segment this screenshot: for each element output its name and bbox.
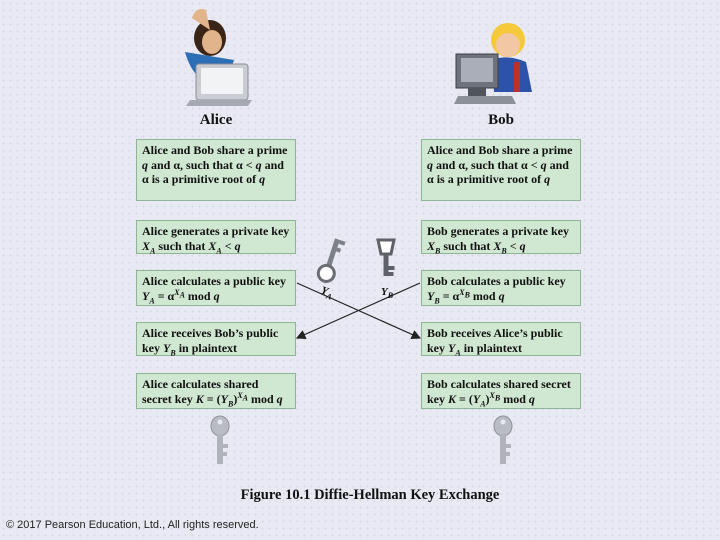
bob-step-shared-secret: Bob calculates shared secret key K = (YA… <box>421 373 581 409</box>
alice-person-illustration <box>185 9 252 106</box>
bob-step-generate-private: Bob generates a private key XB such that… <box>421 220 581 254</box>
alice-step-generate-private: Alice generates a private key XA such th… <box>136 220 296 254</box>
figure-caption: Figure 10.1 Diffie-Hellman Key Exchange <box>240 487 500 503</box>
alice-step-receive-public: Alice receives Bob’s public key YB in pl… <box>136 322 296 356</box>
bob-step-receive-public: Bob receives Alice’s public key YA in pl… <box>421 322 581 356</box>
bob-name-label: Bob <box>488 112 514 128</box>
copyright-notice: © 2017 Pearson Education, Ltd., All righ… <box>6 519 259 531</box>
alice-step-calculate-public: Alice calculates a public key YA = αXA m… <box>136 270 296 306</box>
exchange-arrow-bob-to-alice <box>295 282 421 339</box>
key-ya-icon <box>316 238 346 283</box>
alice-shared-key-icon <box>210 415 230 464</box>
alice-step-shared-secret: Alice calculates shared secret key K = (… <box>136 373 296 409</box>
bob-step-calculate-public: Bob calculates a public key YB = αXB mod… <box>421 270 581 306</box>
bob-shared-key-icon <box>493 415 513 464</box>
alice-name-label: Alice <box>199 112 233 128</box>
key-yb-icon <box>376 238 396 276</box>
alice-step-share-prime: Alice and Bob share a prime q and α, suc… <box>136 139 296 201</box>
bob-step-share-prime: Alice and Bob share a prime q and α, suc… <box>421 139 581 201</box>
key-yb-label: YB <box>381 286 394 301</box>
bob-person-illustration <box>454 23 532 104</box>
